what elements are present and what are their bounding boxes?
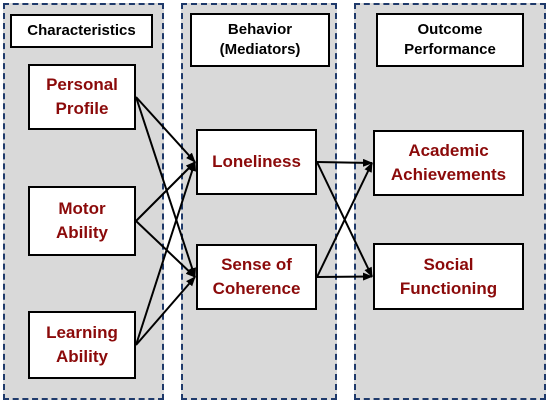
behavior-header: Behavior (Mediators) [190, 13, 330, 67]
node-learning-ability: Learning Ability [28, 311, 136, 379]
node-loneliness: Loneliness [196, 129, 317, 195]
outcome-panel [354, 3, 546, 400]
node-personal-profile: Personal Profile [28, 64, 136, 130]
characteristics-header: Characteristics [10, 14, 153, 48]
outcome-header: Outcome Performance [376, 13, 524, 67]
node-motor-ability: Motor Ability [28, 186, 136, 256]
node-academic-achievements: Academic Achievements [373, 130, 524, 196]
node-social-functioning: Social Functioning [373, 243, 524, 310]
behavior-panel [181, 3, 337, 400]
node-sense-of-coherence: Sense of Coherence [196, 244, 317, 310]
